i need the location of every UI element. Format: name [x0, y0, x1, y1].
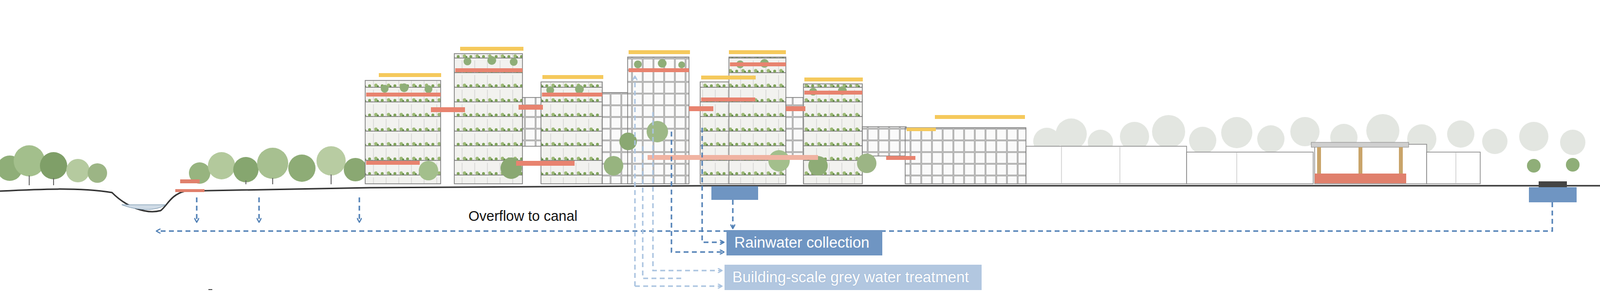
rainwater-collection-box: Rainwater collection	[726, 229, 883, 256]
box-label: Building-scale grey water treatment	[732, 267, 969, 286]
rainwater-tank	[711, 186, 759, 200]
flow-label: Overflow to canal	[466, 207, 580, 224]
rainwater-tank	[1528, 186, 1577, 203]
box-label: Rainwater collection	[734, 233, 870, 252]
grey-water-treatment-box: Building-scale grey water treatment	[724, 264, 982, 290]
